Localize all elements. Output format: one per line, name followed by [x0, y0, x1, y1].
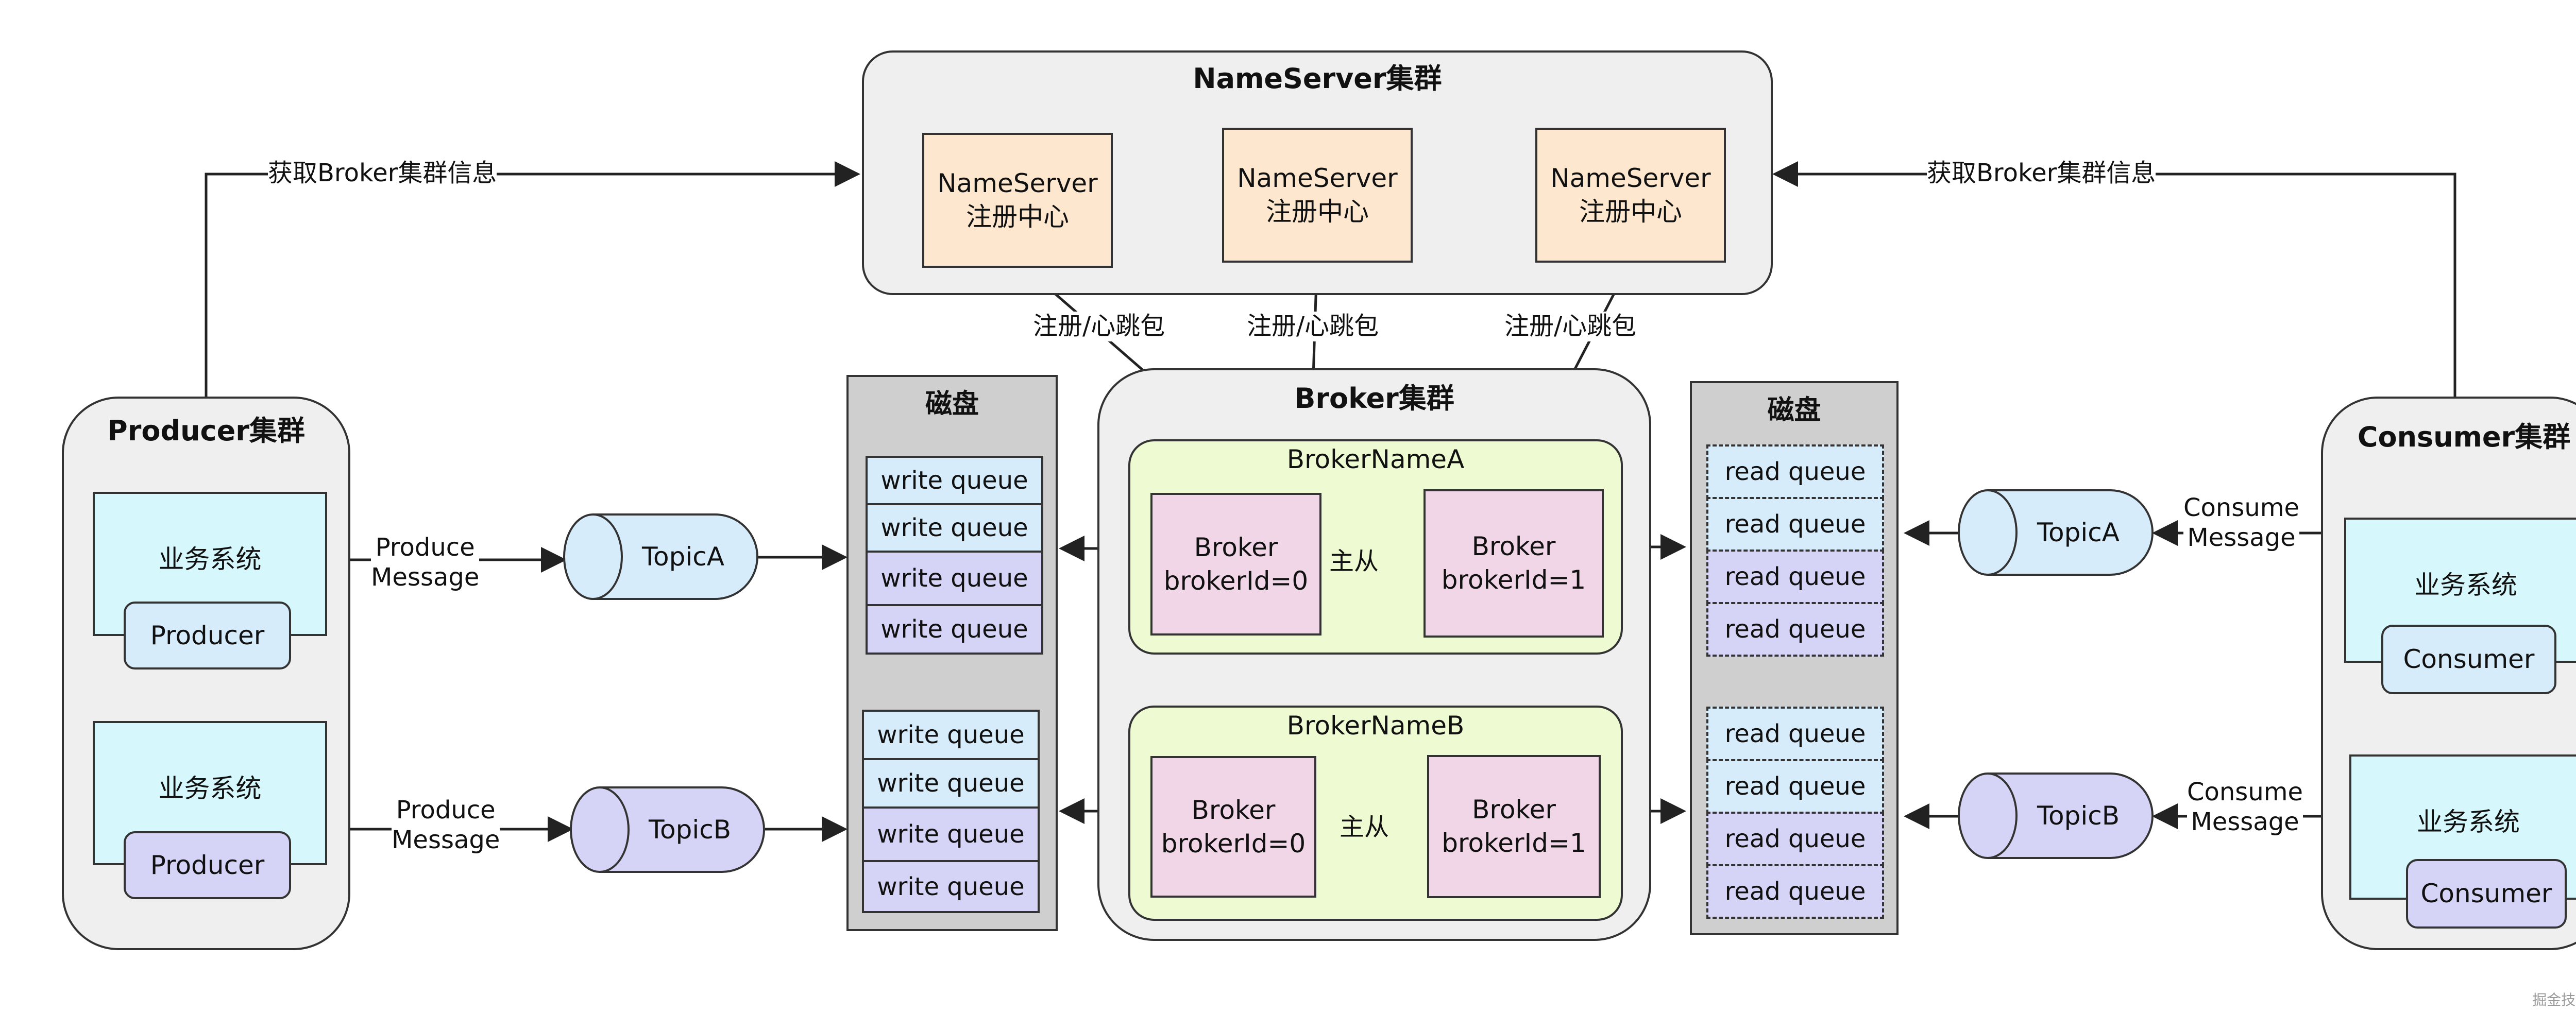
write-queue: write queue	[862, 806, 1040, 862]
consume-message-label-b: Consume Message	[2187, 778, 2303, 837]
produce-message-label-a: Produce Message	[371, 533, 480, 593]
nameserver-node-2: NameServer 注册中心	[1222, 128, 1413, 263]
read-queue: read queue	[1706, 707, 1884, 761]
nameserver-cluster-title: NameServer集群	[1193, 62, 1442, 95]
get-broker-info-right-label: 获取Broker集群信息	[1927, 159, 2156, 188]
produce-message-label-b: Produce Message	[392, 796, 500, 855]
broker-b-master: Broker brokerId=0	[1150, 756, 1316, 898]
read-queue: read queue	[1706, 812, 1884, 866]
write-queue: write queue	[866, 503, 1043, 553]
write-disk-title: 磁盘	[925, 389, 979, 420]
broker-a-master: Broker brokerId=0	[1150, 493, 1321, 636]
consumer-client-1: Consumer	[2381, 625, 2556, 694]
write-queue: write queue	[862, 710, 1040, 760]
broker-b-slave: Broker brokerId=1	[1427, 755, 1601, 898]
watermark: 掘金技术社区 @ M1A1	[2532, 991, 2576, 1008]
broker-cluster-title: Broker集群	[1294, 382, 1454, 415]
producer-topic-a-body: TopicA	[592, 513, 758, 600]
producer-client-2: Producer	[124, 831, 291, 899]
heartbeat-label-2: 注册/心跳包	[1247, 312, 1379, 341]
consumer-topic-b-label: TopicB	[2037, 801, 2120, 831]
write-queue: write queue	[866, 456, 1043, 505]
read-queue-group-a: read queue read queue read queue read qu…	[1706, 444, 1884, 657]
producer-topic-b-label: TopicB	[648, 815, 732, 845]
consumer-topic-b-body: TopicB	[1988, 772, 2154, 859]
master-slave-label-b: 主从	[1340, 813, 1389, 843]
write-queue: write queue	[866, 551, 1043, 606]
master-slave-label-a: 主从	[1329, 547, 1379, 577]
get-broker-info-right-arrow	[1772, 161, 2456, 397]
write-queue: write queue	[862, 758, 1040, 809]
read-queue-group-b: read queue read queue read queue read qu…	[1706, 707, 1884, 919]
get-broker-info-left-label: 获取Broker集群信息	[268, 159, 497, 188]
nameserver-node-1: NameServer 注册中心	[922, 133, 1113, 268]
heartbeat-label-1: 注册/心跳包	[1033, 312, 1165, 341]
consumer-topic-a-label: TopicA	[2037, 518, 2120, 547]
write-queue-group-a: write queue write queue write queue writ…	[866, 456, 1043, 655]
broker-a-slave: Broker brokerId=1	[1423, 489, 1604, 638]
producer-topic-b-cap	[570, 786, 630, 873]
write-queue-group-b: write queue write queue write queue writ…	[862, 710, 1040, 913]
read-queue: read queue	[1706, 444, 1884, 499]
nameserver-node-3: NameServer 注册中心	[1535, 128, 1726, 263]
consumer-topic-b-cap	[1958, 772, 2018, 859]
consume-message-label-a: Consume Message	[2183, 493, 2300, 553]
consumer-topic-a-cap	[1958, 489, 2018, 576]
consumer-cluster-title: Consumer集群	[2357, 421, 2571, 453]
read-queue: read queue	[1706, 864, 1884, 919]
read-queue: read queue	[1706, 550, 1884, 604]
read-queue: read queue	[1706, 602, 1884, 657]
producer-topic-a-label: TopicA	[642, 542, 724, 572]
read-queue: read queue	[1706, 497, 1884, 552]
producer-client-1: Producer	[124, 602, 291, 670]
read-disk-title: 磁盘	[1767, 395, 1821, 426]
broker-set-a-name: BrokerNameA	[1286, 444, 1465, 474]
get-broker-info-left-arrow	[205, 161, 860, 397]
producer-topic-a-cap	[563, 513, 623, 600]
write-queue: write queue	[866, 604, 1043, 655]
consumer-client-2: Consumer	[2406, 859, 2567, 929]
read-queue: read queue	[1706, 759, 1884, 814]
broker-set-b-name: BrokerNameB	[1286, 711, 1465, 741]
producer-cluster-title: Producer集群	[107, 415, 305, 447]
heartbeat-label-3: 注册/心跳包	[1504, 312, 1637, 341]
write-queue: write queue	[862, 860, 1040, 913]
